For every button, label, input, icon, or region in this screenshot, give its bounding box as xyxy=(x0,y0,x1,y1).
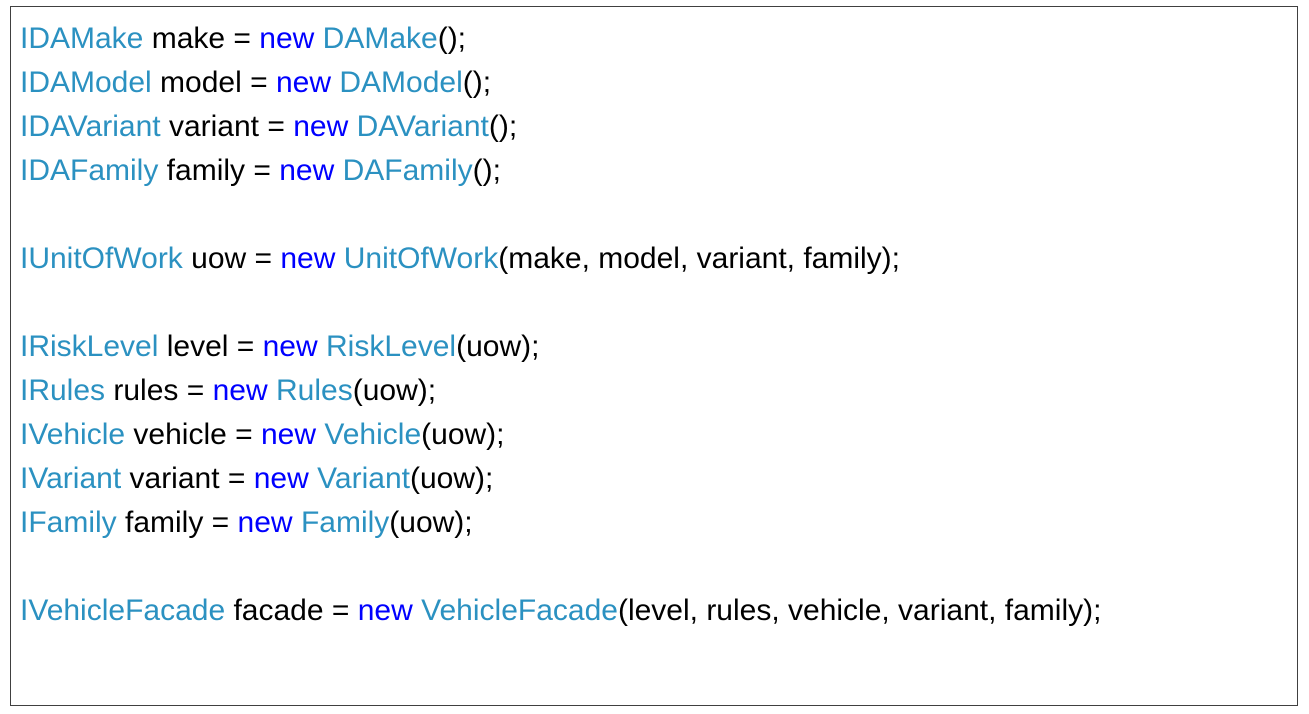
code-text-token xyxy=(309,462,317,495)
code-text-token: variant = xyxy=(160,110,294,143)
type-name-token: IDAModel xyxy=(20,66,152,99)
keyword-token: new xyxy=(259,22,315,55)
blank-line xyxy=(20,545,1101,589)
code-text-token xyxy=(314,22,322,55)
type-name-token: IVehicleFacade xyxy=(20,594,226,627)
code-line: IVariant variant = new Variant(uow); xyxy=(20,457,1101,501)
type-name-token: IDAFamily xyxy=(20,154,159,187)
code-text-token: (); xyxy=(462,66,492,99)
code-text-token xyxy=(348,110,356,143)
code-line: IDAVariant variant = new DAVariant(); xyxy=(20,105,1101,149)
code-text-token: vehicle = xyxy=(125,418,261,451)
code-text-token: (); xyxy=(437,22,467,55)
code-text-token: level = xyxy=(158,330,263,363)
code-block: IDAMake make = new DAMake();IDAModel mod… xyxy=(20,17,1101,633)
keyword-token: new xyxy=(279,154,335,187)
type-name-token: IRules xyxy=(20,374,106,407)
type-name-token: DAModel xyxy=(339,66,463,99)
code-line: IDAMake make = new DAMake(); xyxy=(20,17,1101,61)
code-text-token xyxy=(318,330,326,363)
keyword-token: new xyxy=(293,110,349,143)
code-line: IDAModel model = new DAModel(); xyxy=(20,61,1101,105)
code-text-token: facade = xyxy=(225,594,358,627)
code-text-token xyxy=(334,154,342,187)
keyword-token: new xyxy=(261,418,317,451)
keyword-token: new xyxy=(357,594,413,627)
code-text-token: rules = xyxy=(105,374,213,407)
code-text-token: (uow); xyxy=(421,418,505,451)
code-text-token: model = xyxy=(151,66,276,99)
code-line: IRules rules = new Rules(uow); xyxy=(20,369,1101,413)
code-snippet-box: IDAMake make = new DAMake();IDAModel mod… xyxy=(10,6,1298,706)
type-name-token: IUnitOfWork xyxy=(20,242,183,275)
code-text-token xyxy=(413,594,421,627)
code-line: IFamily family = new Family(uow); xyxy=(20,501,1101,545)
code-text-token xyxy=(335,242,343,275)
type-name-token: VehicleFacade xyxy=(421,594,618,627)
keyword-token: new xyxy=(253,462,309,495)
blank-line xyxy=(20,281,1101,325)
code-text-token: variant = xyxy=(121,462,254,495)
code-text-token: (uow); xyxy=(389,506,473,539)
code-text-token xyxy=(293,506,301,539)
code-text-token: make = xyxy=(143,22,260,55)
type-name-token: RiskLevel xyxy=(326,330,457,363)
keyword-token: new xyxy=(237,506,293,539)
keyword-token: new xyxy=(212,374,268,407)
type-name-token: Rules xyxy=(276,374,353,407)
type-name-token: IFamily xyxy=(20,506,117,539)
code-line: IVehicle vehicle = new Vehicle(uow); xyxy=(20,413,1101,457)
blank-line xyxy=(20,193,1101,237)
code-text-token: (); xyxy=(472,154,501,187)
code-text-token: (level, rules, vehicle, variant, family)… xyxy=(617,594,1102,627)
type-name-token: IDAMake xyxy=(20,22,144,55)
code-text-token: (); xyxy=(488,110,518,143)
code-line: IVehicleFacade facade = new VehicleFacad… xyxy=(20,589,1101,633)
code-text-token: (uow); xyxy=(409,462,494,495)
type-name-token: Variant xyxy=(317,462,410,495)
code-text-token: (uow); xyxy=(352,374,437,407)
type-name-token: IRiskLevel xyxy=(20,330,159,363)
type-name-token: DAMake xyxy=(322,22,438,55)
code-text-token: (make, model, variant, family); xyxy=(498,242,901,275)
type-name-token: DAFamily xyxy=(342,154,473,187)
code-text-token: (uow); xyxy=(456,330,540,363)
type-name-token: DAVariant xyxy=(356,110,489,143)
code-line: IDAFamily family = new DAFamily(); xyxy=(20,149,1101,193)
code-text-token: family = xyxy=(116,506,238,539)
type-name-token: UnitOfWork xyxy=(343,242,499,275)
code-text-token: family = xyxy=(158,154,280,187)
type-name-token: IVehicle xyxy=(20,418,126,451)
code-text-token: uow = xyxy=(182,242,281,275)
type-name-token: IDAVariant xyxy=(20,110,161,143)
code-line: IUnitOfWork uow = new UnitOfWork(make, m… xyxy=(20,237,1101,281)
keyword-token: new xyxy=(262,330,318,363)
type-name-token: IVariant xyxy=(20,462,122,495)
type-name-token: Vehicle xyxy=(324,418,422,451)
keyword-token: new xyxy=(280,242,336,275)
keyword-token: new xyxy=(275,66,331,99)
type-name-token: Family xyxy=(300,506,390,539)
code-line: IRiskLevel level = new RiskLevel(uow); xyxy=(20,325,1101,369)
code-text-token xyxy=(268,374,276,407)
